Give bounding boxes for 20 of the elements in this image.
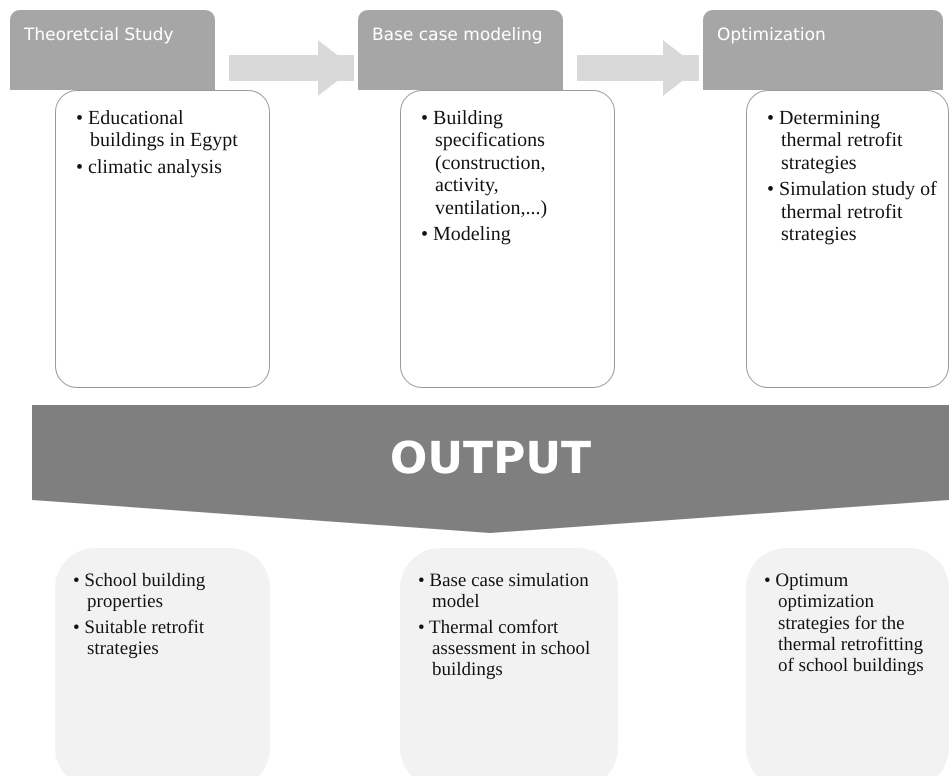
bullet-text: • Thermal comfort assessment in school buildings <box>418 616 592 680</box>
bullet-text: • School building properties <box>73 570 206 613</box>
block-arrow <box>577 40 699 96</box>
content-card <box>55 90 270 388</box>
step-header: Base case modeling <box>358 10 563 90</box>
bullet-text: • Modeling <box>421 222 512 246</box>
block-arrow <box>229 40 354 96</box>
bullet-text: • Building specifications (construction, activity, ventilation,...) <box>421 107 548 219</box>
bullet-text: • Optimum optimization strategies for the thermal retrofitting of school buildings <box>764 570 925 676</box>
bullet-text: • Simulation study of thermal retrofit strategies <box>767 178 938 246</box>
bullet-text: • Determining thermal retrofit strategies <box>767 107 904 174</box>
content-card <box>400 90 615 388</box>
bullet-text: • Suitable retrofit strategies <box>73 616 206 660</box>
bullet-text: • Base case simulation model <box>418 570 590 613</box>
step-header: Theoretcial Study <box>10 10 215 90</box>
content-card <box>746 90 949 388</box>
bullet-text: • climatic analysis <box>76 156 223 178</box>
bullet-text: • Educational buildings in Egypt <box>76 107 239 152</box>
banner-title: OUTPUT <box>390 433 592 484</box>
step-header: Optimization <box>703 10 943 90</box>
